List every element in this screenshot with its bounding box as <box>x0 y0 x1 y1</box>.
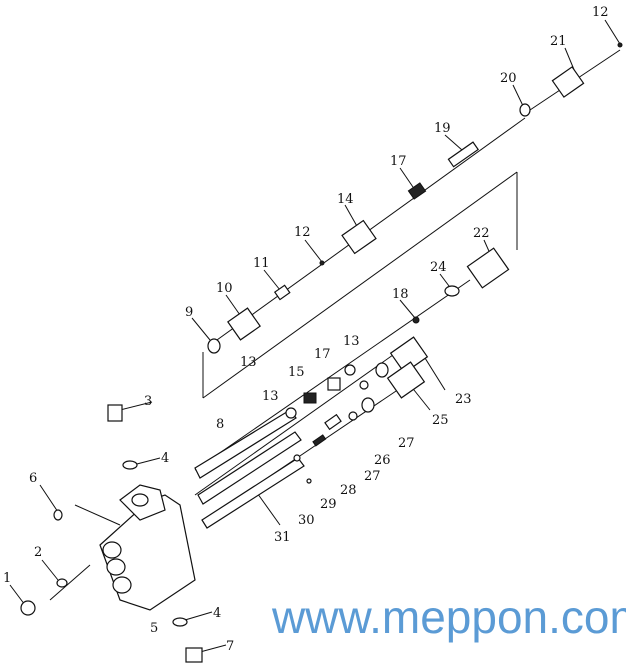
part-label: 15 <box>288 365 305 380</box>
spools <box>194 409 305 529</box>
part-label: 24 <box>430 260 447 275</box>
part-label: 11 <box>253 256 270 271</box>
part-labels: 1 2 3 4 4 5 6 7 8 9 10 11 12 12 13 13 13… <box>3 5 609 654</box>
part-label: 5 <box>150 621 158 636</box>
part-label: 12 <box>294 225 311 240</box>
part-label: 1 <box>3 571 11 586</box>
part-label: 9 <box>185 305 193 320</box>
part-label: 17 <box>314 347 331 362</box>
part-label: 30 <box>298 513 315 528</box>
part-label: 7 <box>226 639 234 654</box>
part-label: 28 <box>340 483 357 498</box>
part-label: 23 <box>455 392 472 407</box>
watermark: www.meppon.com <box>272 591 626 643</box>
part-label: 27 <box>364 469 381 484</box>
part-label: 4 <box>213 606 221 621</box>
part-label: 27 <box>398 436 415 451</box>
part-label: 13 <box>343 334 360 349</box>
part-label: 13 <box>262 389 279 404</box>
part-label: 22 <box>473 226 490 241</box>
part-label: 3 <box>144 394 152 409</box>
part-label: 18 <box>392 287 409 302</box>
part-label: 20 <box>500 71 517 86</box>
part-label: 31 <box>274 530 291 545</box>
part-label: 10 <box>216 281 233 296</box>
part-label: 25 <box>432 413 449 428</box>
part-label: 12 <box>592 5 609 20</box>
part-label: 2 <box>34 545 42 560</box>
valve-body <box>99 484 196 611</box>
part-label: 26 <box>374 453 391 468</box>
part-label: 17 <box>390 154 407 169</box>
part-label: 4 <box>161 451 169 466</box>
part-label: 13 <box>240 355 257 370</box>
part-label: 8 <box>216 417 224 432</box>
leader-lines <box>9 19 621 653</box>
small-parts <box>20 42 623 663</box>
part-label: 29 <box>320 497 337 512</box>
part-label: 19 <box>434 121 451 136</box>
part-label: 14 <box>337 192 354 207</box>
part-label: 6 <box>29 471 37 486</box>
part-label: 21 <box>550 34 567 49</box>
